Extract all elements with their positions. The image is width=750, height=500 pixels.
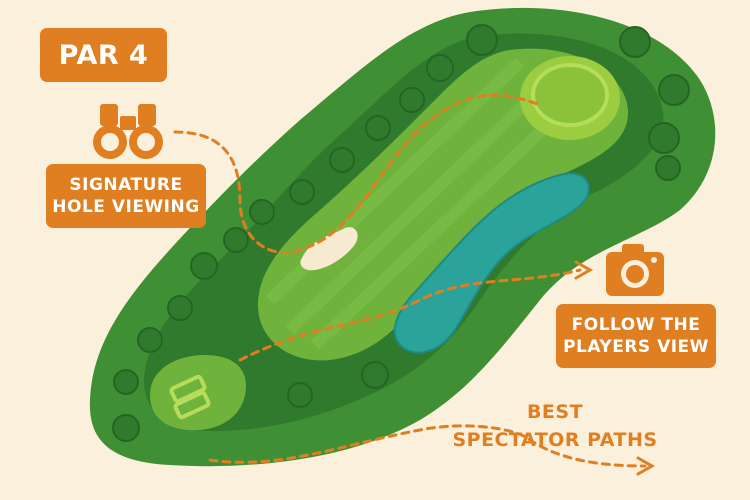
arrow-follow (574, 260, 594, 280)
camera-icon (606, 244, 664, 296)
putting-green-fringe (531, 63, 609, 127)
spectator-paths (173, 93, 647, 468)
bunker (300, 227, 358, 271)
tee-markers (169, 374, 211, 420)
follow-line1: FOLLOW THE (571, 315, 701, 335)
water-hazard (393, 172, 590, 354)
spectator-paths-label: BEST SPECTATOR PATHS (440, 398, 670, 454)
path-signature (173, 93, 542, 255)
arrow-spectator (636, 456, 656, 476)
spectator-line2: SPECTATOR PATHS (452, 429, 658, 451)
signature-line2: HOLE VIEWING (52, 197, 200, 217)
signature-line1: SIGNATURE (69, 175, 183, 195)
spectator-line1: BEST (526, 401, 584, 423)
trees (112, 24, 690, 442)
path-spectator (208, 424, 647, 468)
par-label: PAR 4 (58, 39, 149, 71)
follow-players-callout: FOLLOW THE PLAYERS VIEW (556, 304, 716, 368)
signature-viewing-callout: SIGNATURE HOLE VIEWING (46, 164, 206, 228)
path-follow (238, 268, 582, 362)
binoculars-icon (93, 104, 163, 159)
follow-line2: PLAYERS VIEW (563, 337, 709, 357)
par-badge: PAR 4 (40, 28, 167, 82)
